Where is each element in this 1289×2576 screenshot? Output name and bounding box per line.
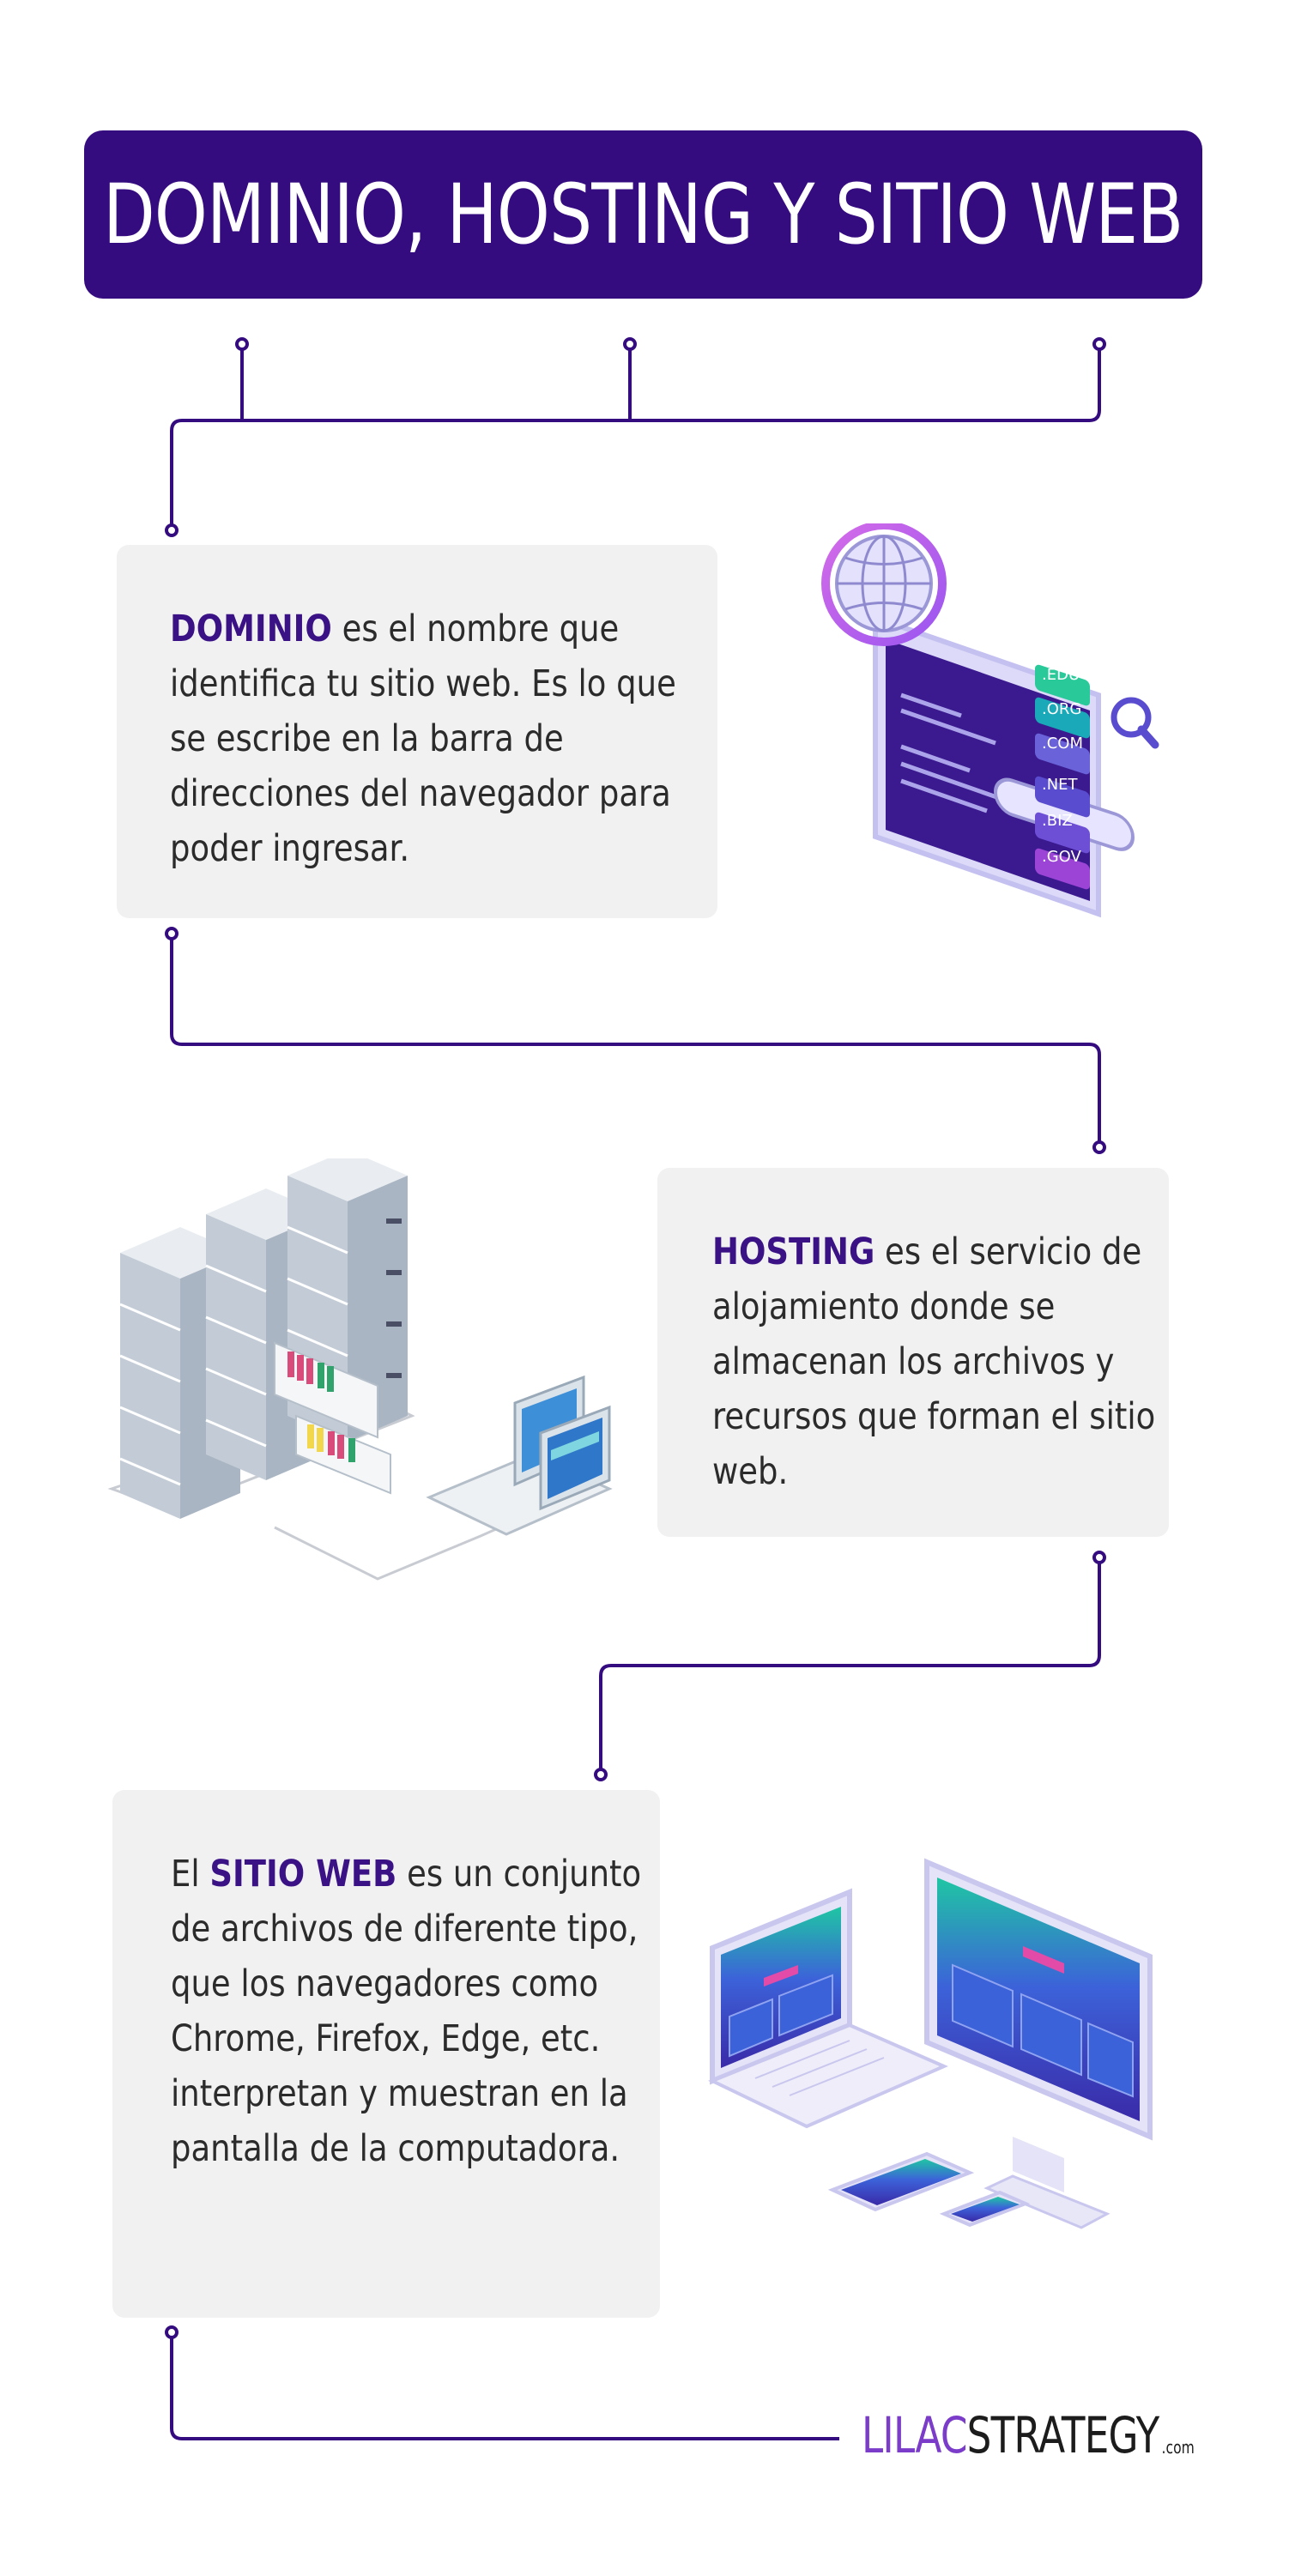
server-rack-illustration — [107, 1158, 613, 1581]
hosting-highlight: HOSTING — [712, 1231, 875, 1273]
tag-com: .COM — [1042, 735, 1083, 753]
brand-strategy: STRATEGY — [966, 2406, 1160, 2464]
sitio-web-text: es un conjunto de archivos de diferente … — [171, 1853, 642, 2170]
tag-net: .NET — [1042, 776, 1079, 794]
tag-org: .ORG — [1042, 700, 1081, 718]
tag-biz: .BIZ — [1042, 812, 1073, 830]
sitio-web-card: El SITIO WEB es un conjunto de archivos … — [112, 1790, 660, 2318]
hosting-text: es el servicio de alojamiento donde se a… — [712, 1231, 1156, 1493]
tag-edu: .EDU — [1042, 666, 1080, 684]
hosting-description: HOSTING es el servicio de alojamiento do… — [712, 1225, 1168, 1499]
globe-browser-illustration: .EDU .ORG .COM .NET .BIZ .GOV — [821, 523, 1159, 918]
page-title: DOMINIO, HOSTING Y SITIO WEB — [103, 166, 1183, 263]
tag-gov: .GOV — [1042, 848, 1082, 866]
dominio-card: DOMINIO es el nombre que identifica tu s… — [117, 545, 717, 918]
title-banner: DOMINIO, HOSTING Y SITIO WEB — [84, 130, 1202, 299]
brand-lilac: LILAC — [862, 2406, 967, 2464]
sitio-web-highlight: SITIO WEB — [209, 1853, 397, 1896]
responsive-devices-illustration — [708, 1858, 1153, 2229]
sitio-web-prefix: El — [171, 1853, 210, 1896]
brand-com: .com — [1161, 2437, 1195, 2458]
dominio-text: es el nombre que identifica tu sitio web… — [170, 608, 676, 870]
sitio-web-description: El SITIO WEB es un conjunto de archivos … — [171, 1847, 659, 2176]
hosting-card: HOSTING es el servicio de alojamiento do… — [657, 1168, 1169, 1537]
dominio-description: DOMINIO es el nombre que identifica tu s… — [170, 602, 716, 876]
dominio-highlight: DOMINIO — [170, 608, 332, 650]
